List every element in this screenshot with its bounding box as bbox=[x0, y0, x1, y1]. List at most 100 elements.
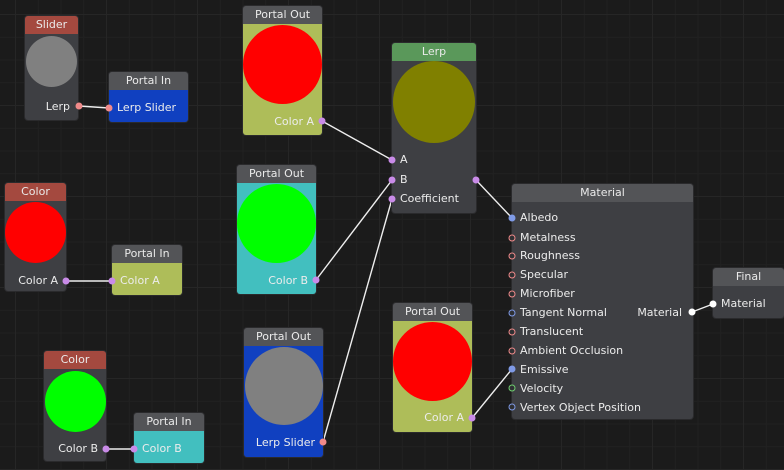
portal-out-body: Color A bbox=[393, 321, 472, 432]
material-translucent-port[interactable] bbox=[508, 328, 516, 336]
portal-out-body: Color B bbox=[237, 183, 316, 294]
material-velocity-port[interactable] bbox=[508, 384, 516, 392]
portal-in-title: Portal In bbox=[109, 72, 188, 90]
color-b-node[interactable]: Color Color B bbox=[44, 351, 106, 461]
material-albedo-port[interactable] bbox=[508, 214, 516, 222]
lerp-input-a-port[interactable] bbox=[388, 156, 396, 164]
wire-portal-out-to-emissive bbox=[471, 368, 513, 419]
material-emissive-port[interactable] bbox=[508, 365, 516, 373]
material-output-label: Material bbox=[637, 306, 682, 319]
portal-in-title: Portal In bbox=[134, 413, 204, 431]
lerp-input-a-label: A bbox=[400, 153, 408, 166]
portal-in-body: Lerp Slider bbox=[109, 90, 188, 122]
final-node-title: Final bbox=[713, 268, 784, 286]
portal-out-output-label: Color B bbox=[268, 274, 308, 287]
portal-in-lerp-slider-node[interactable]: Portal In Lerp Slider bbox=[109, 72, 188, 122]
portal-out-preview-swatch bbox=[393, 322, 472, 401]
lerp-input-b-label: B bbox=[400, 173, 408, 186]
portal-in-color-a-input-port[interactable] bbox=[108, 277, 116, 285]
portal-in-input-label: Color B bbox=[142, 442, 182, 455]
material-specular-port[interactable] bbox=[508, 271, 516, 279]
portal-out-lerp-slider-node[interactable]: Portal Out Lerp Slider bbox=[244, 328, 323, 457]
material-node-title: Material bbox=[512, 184, 693, 202]
color-b-output-port[interactable] bbox=[102, 445, 110, 453]
wire-portal-out-lerp-to-coefficient bbox=[322, 198, 393, 443]
slider-node[interactable]: Slider Lerp bbox=[25, 16, 78, 120]
lerp-node-title: Lerp bbox=[392, 43, 476, 61]
lerp-node[interactable]: Lerp A B Coefficient bbox=[392, 43, 476, 213]
material-input-tangent-normal-label: Tangent Normal bbox=[520, 306, 607, 319]
material-input-metalness-label: Metalness bbox=[520, 231, 576, 244]
color-b-node-title: Color bbox=[44, 351, 106, 369]
portal-in-color-b-input-port[interactable] bbox=[130, 445, 138, 453]
portal-out-body: Lerp Slider bbox=[244, 346, 323, 457]
portal-out-preview-swatch bbox=[245, 347, 323, 425]
portal-in-color-a-node[interactable]: Portal In Color A bbox=[112, 245, 182, 295]
material-ambient-occlusion-port[interactable] bbox=[508, 347, 516, 355]
portal-out-preview-swatch bbox=[243, 25, 322, 104]
material-vertex-object-position-port[interactable] bbox=[508, 403, 516, 411]
material-input-velocity-label: Velocity bbox=[520, 382, 564, 395]
portal-in-color-b-node[interactable]: Portal In Color B bbox=[134, 413, 204, 463]
material-tangent-normal-port[interactable] bbox=[508, 309, 516, 317]
portal-out-color-b-output-port[interactable] bbox=[312, 276, 320, 284]
slider-preview-swatch bbox=[26, 36, 77, 87]
portal-out-title: Portal Out bbox=[393, 303, 472, 321]
lerp-output-port[interactable] bbox=[472, 176, 480, 184]
material-input-roughness-label: Roughness bbox=[520, 249, 581, 262]
wire-lerp-to-albedo bbox=[475, 179, 513, 219]
material-input-specular-label: Specular bbox=[520, 268, 569, 281]
color-a-preview-swatch bbox=[5, 202, 66, 263]
material-input-emissive-label: Emissive bbox=[520, 363, 569, 376]
portal-out-color-a-node[interactable]: Portal Out Color A bbox=[243, 6, 322, 135]
color-a-output-port[interactable] bbox=[62, 277, 70, 285]
material-input-albedo-label: Albedo bbox=[520, 211, 559, 224]
portal-in-title: Portal In bbox=[112, 245, 182, 263]
portal-in-input-label: Lerp Slider bbox=[117, 101, 177, 114]
lerp-input-b-port[interactable] bbox=[388, 176, 396, 184]
portal-out-preview-swatch bbox=[237, 184, 316, 263]
portal-in-body: Color B bbox=[134, 431, 204, 463]
portal-out-output-label: Color A bbox=[274, 115, 314, 128]
portal-out-title: Portal Out bbox=[243, 6, 322, 24]
color-a-node-title: Color bbox=[5, 183, 66, 201]
slider-output-port[interactable] bbox=[75, 102, 83, 110]
final-input-port[interactable] bbox=[709, 300, 717, 308]
portal-out-emissive-node[interactable]: Portal Out Color A bbox=[393, 303, 472, 432]
material-node[interactable]: Material Albedo Metalness Roughness Spec… bbox=[512, 184, 693, 419]
portal-in-body: Color A bbox=[112, 263, 182, 295]
portal-out-title: Portal Out bbox=[244, 328, 323, 346]
portal-out-output-label: Color A bbox=[424, 411, 464, 424]
material-input-vertex-object-position-label: Vertex Object Position bbox=[520, 401, 642, 414]
color-a-node[interactable]: Color Color A bbox=[5, 183, 66, 291]
lerp-input-coefficient-port[interactable] bbox=[388, 195, 396, 203]
final-node[interactable]: Final Material bbox=[713, 268, 784, 318]
color-b-preview-swatch bbox=[45, 371, 106, 432]
portal-out-color-a-output-port[interactable] bbox=[318, 117, 326, 125]
portal-out-body: Color A bbox=[243, 24, 322, 135]
material-input-ambient-occlusion-label: Ambient Occlusion bbox=[520, 344, 624, 357]
material-roughness-port[interactable] bbox=[508, 252, 516, 260]
material-microfiber-port[interactable] bbox=[508, 290, 516, 298]
final-input-label: Material bbox=[721, 297, 766, 310]
material-input-microfiber-label: Microfiber bbox=[520, 287, 575, 300]
wire-portal-out-a-to-lerp-a bbox=[321, 120, 393, 161]
portal-out-color-b-node[interactable]: Portal Out Color B bbox=[237, 165, 316, 294]
wire-slider-to-portal-in bbox=[78, 105, 110, 109]
portal-out-output-label: Lerp Slider bbox=[255, 436, 315, 449]
lerp-input-coefficient-label: Coefficient bbox=[400, 192, 459, 205]
material-metalness-port[interactable] bbox=[508, 234, 516, 242]
color-a-output-label: Color A bbox=[18, 274, 58, 287]
slider-output-label: Lerp bbox=[45, 100, 70, 113]
portal-out-lerp-slider-output-port[interactable] bbox=[319, 438, 327, 446]
material-input-translucent-label: Translucent bbox=[520, 325, 584, 338]
material-output-port[interactable] bbox=[688, 308, 696, 316]
lerp-preview-swatch bbox=[393, 61, 475, 143]
portal-out-emissive-output-port[interactable] bbox=[468, 414, 476, 422]
portal-out-title: Portal Out bbox=[237, 165, 316, 183]
color-b-output-label: Color B bbox=[58, 442, 98, 455]
portal-in-input-label: Color A bbox=[120, 274, 160, 287]
wire-portal-out-b-to-lerp-b bbox=[315, 179, 393, 281]
portal-in-lerp-input-port[interactable] bbox=[105, 104, 113, 112]
